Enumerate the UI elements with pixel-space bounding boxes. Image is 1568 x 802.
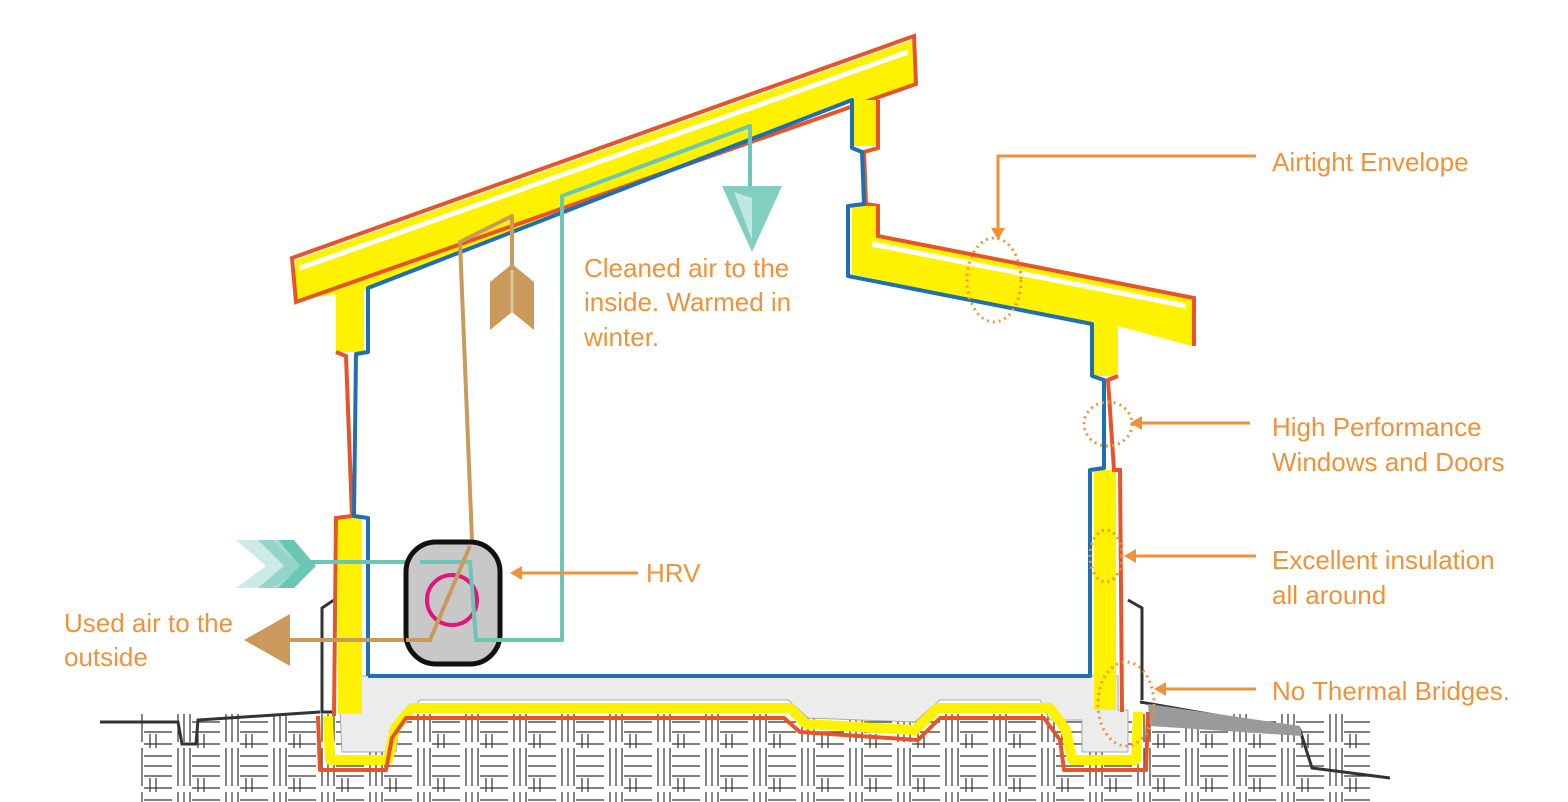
leader-hrv-arrowhead (510, 566, 522, 580)
label-used-line2: outside (64, 642, 148, 672)
label-windows-line1: High Performance (1272, 412, 1482, 442)
ground (100, 598, 1391, 802)
chevron-arrow-right-icon (236, 540, 316, 588)
callout-ellipse-airtight (965, 236, 1023, 324)
leader-windows-arrowhead (1130, 416, 1142, 430)
air-barrier (352, 98, 1106, 678)
leader-airtight-arrowhead (991, 228, 1005, 240)
hrv-fresh-path (420, 560, 502, 642)
fan-circle-icon (425, 573, 479, 627)
leader-thermal-arrowhead (1154, 682, 1166, 696)
label-windows-line2: Windows and Doors (1272, 447, 1505, 477)
low-roof-white-strip (871, 241, 1187, 309)
chevron-arrow-up-icon (490, 264, 534, 330)
callout-lines (510, 154, 1256, 696)
hrv-exhaust-path (406, 545, 472, 642)
right-post-insulation (1092, 320, 1118, 376)
leader-airtight (996, 154, 1256, 232)
label-thermal-bridges: No Thermal Bridges. (1272, 676, 1510, 706)
callout-ellipse-insulation (1088, 528, 1124, 584)
label-airtight-envelope: Airtight Envelope (1272, 147, 1469, 177)
main-roof-membrane (289, 33, 919, 305)
clerestory-post-insulation (850, 100, 876, 146)
arrow-left-icon (244, 614, 290, 666)
low-roof-membrane (876, 206, 1196, 346)
siding-right (1127, 598, 1144, 700)
left-wall-insulation (338, 518, 362, 714)
hrv-unit (403, 539, 503, 667)
slab-membrane (316, 711, 1150, 772)
label-insulation-line1: Excellent insulation (1272, 545, 1495, 575)
fresh-arrow-down-highlight (734, 192, 752, 240)
leader-insulation-arrowhead (1124, 549, 1136, 563)
ground-line-left (100, 710, 321, 746)
callout-ellipse-thermal (1096, 660, 1156, 748)
label-cleaned-line2: inside. Warmed in (584, 287, 791, 317)
right-wall-insulation (1094, 470, 1116, 710)
label-cleaned-line1: Cleaned air to the (584, 253, 789, 283)
main-roof-white-strip (299, 49, 909, 271)
label-cleaned-line3: winter. (583, 322, 659, 352)
label-used-line1: Used air to the (64, 608, 233, 638)
label-insulation-line2: all around (1272, 580, 1386, 610)
label-hrv: HRV (646, 558, 701, 588)
ground-slope-right (1148, 704, 1302, 736)
siding-left (320, 598, 335, 714)
